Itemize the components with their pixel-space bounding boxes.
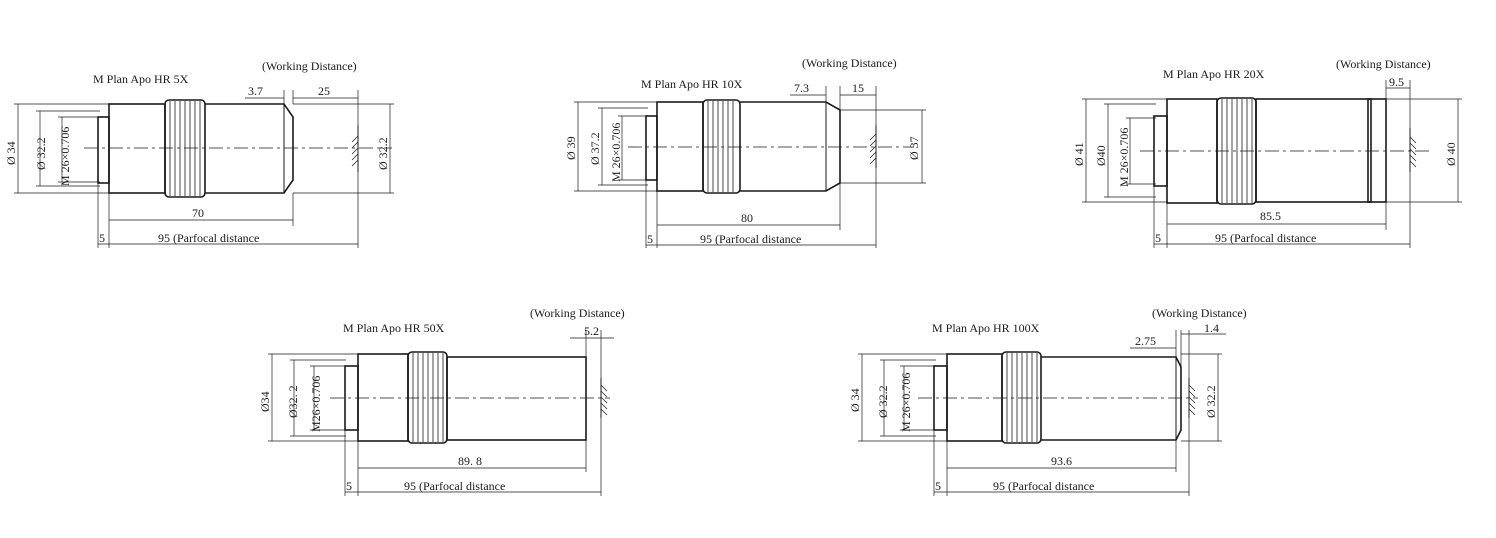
dim-top-b-100x: 1.4 [1204, 321, 1219, 335]
thread-5x: M 26×0.706 [58, 127, 72, 186]
dia-mid-50x: Ø32. 2 [286, 385, 300, 418]
title-20x: M Plan Apo HR 20X [1163, 67, 1265, 81]
dia-outer-20x: Ø 41 [1072, 142, 1086, 166]
dim-small-5x: 5 [99, 231, 105, 245]
dim-top-b-10x: 15 [852, 81, 864, 95]
dia-right-10x: Ø 37 [907, 136, 921, 160]
wd-label-100x: (Working Distance) [1152, 306, 1247, 320]
thread-100x: M 26×0.706 [899, 373, 913, 432]
dim-parfocal-50x: 95 (Parfocal distance [404, 479, 505, 493]
wd-label-20x: (Working Distance) [1336, 57, 1431, 71]
dia-mid-10x: Ø 37.2 [588, 132, 602, 165]
dim-mid-10x: 80 [741, 211, 753, 225]
dia-outer-100x: Ø 34 [848, 388, 862, 412]
title-5x: M Plan Apo HR 5X [93, 72, 189, 86]
dim-mid-20x: 85.5 [1260, 209, 1281, 223]
dim-mid-50x: 89. 8 [458, 454, 482, 468]
drawing-10x: M Plan Apo HR 10X (Working Distance) Ø 3… [564, 56, 926, 248]
dim-top-a-5x: 3.7 [248, 84, 263, 98]
drawing-100x: M Plan Apo HR 100X (Working Distance) Ø … [848, 306, 1247, 496]
thread-10x: M 26×0.706 [609, 123, 623, 182]
dim-small-100x: 5 [935, 479, 941, 493]
knurl-50x [412, 353, 444, 442]
dia-right-100x: Ø 32.2 [1204, 385, 1218, 418]
dia-right-5x: Ø 32.2 [376, 137, 390, 170]
dia-mid-100x: Ø 32.2 [876, 385, 890, 418]
dim-parfocal-10x: 95 (Parfocal distance [700, 232, 801, 246]
dim-parfocal-5x: 95 (Parfocal distance [158, 231, 259, 245]
thread-50x: M26×0.706 [309, 376, 323, 432]
title-100x: M Plan Apo HR 100X [932, 321, 1040, 335]
dim-top-b-5x: 25 [318, 84, 330, 98]
knurl-10x [707, 101, 734, 192]
dia-outer-10x: Ø 39 [564, 136, 578, 160]
wd-label-5x: (Working Distance) [262, 59, 357, 73]
dia-outer-50x: Ø34 [258, 391, 272, 412]
thread-20x: M 26×0.706 [1117, 128, 1131, 187]
dim-top-a-50x: 5.2 [584, 324, 599, 338]
dim-top-a-20x: 9.5 [1389, 75, 1404, 89]
dim-parfocal-20x: 95 (Parfocal distance [1215, 231, 1316, 245]
drawing-20x: M Plan Apo HR 20X (Working Distance) Ø 4… [1072, 57, 1462, 248]
dim-mid-100x: 93.6 [1051, 454, 1072, 468]
title-50x: M Plan Apo HR 50X [343, 321, 445, 335]
knurl-5x [169, 101, 201, 196]
drawing-50x: M Plan Apo HR 50X (Working Distance) Ø34… [258, 306, 625, 496]
dim-parfocal-100x: 95 (Parfocal distance [993, 479, 1094, 493]
dia-mid-20x: Ø40 [1094, 145, 1108, 166]
dim-top-a-100x: 2.75 [1135, 334, 1156, 348]
drawing-5x: M Plan Apo HR 5X (Working Distance) Ø 34… [4, 59, 394, 248]
dia-right-20x: Ø 40 [1444, 142, 1458, 166]
dim-top-a-10x: 7.3 [794, 81, 809, 95]
dim-small-10x: 5 [647, 232, 653, 246]
title-10x: M Plan Apo HR 10X [641, 77, 743, 91]
knurl-100x [1006, 353, 1038, 442]
dim-small-50x: 5 [346, 479, 352, 493]
dia-mid-5x: Ø 32.2 [34, 137, 48, 170]
wd-label-50x: (Working Distance) [530, 306, 625, 320]
wd-label-10x: (Working Distance) [802, 56, 897, 70]
knurl-20x [1221, 99, 1253, 203]
dim-mid-5x: 70 [192, 206, 204, 220]
dia-outer-5x: Ø 34 [4, 141, 18, 165]
dim-small-20x: 5 [1155, 231, 1161, 245]
